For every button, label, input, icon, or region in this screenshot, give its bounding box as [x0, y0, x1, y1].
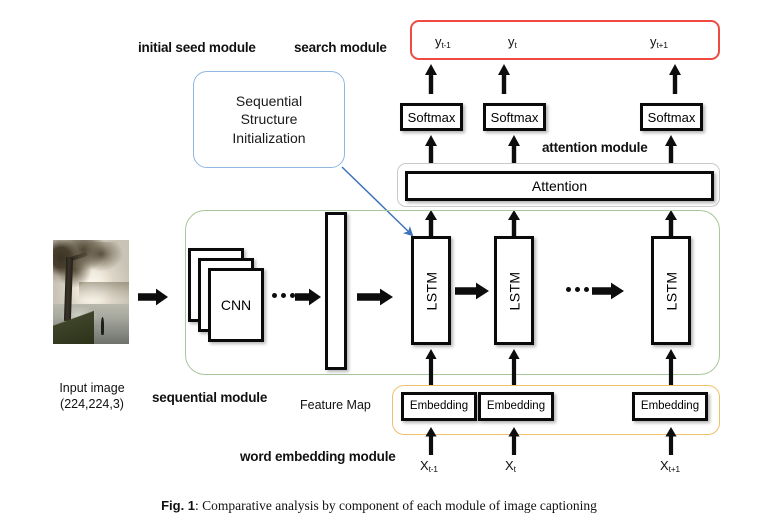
arrow-up-embedding-to-lstm-1: [424, 349, 438, 385]
lstm-label-3: LSTM: [663, 271, 680, 310]
input-image-shape: (224,224,3): [60, 397, 124, 411]
lstm-block-1: LSTM: [411, 236, 451, 345]
cnn-block: CNN: [208, 268, 264, 342]
input-image-title: Input image: [59, 381, 125, 395]
embedding-block-3: Embedding: [632, 392, 708, 421]
arrow-right-image-to-cnn: [138, 288, 168, 306]
search-module-label: search module: [294, 40, 387, 55]
embedding-block-2: Embedding: [478, 392, 554, 421]
input-label-x-tplus1: Xt+1: [660, 458, 680, 474]
arrow-up-attention-to-softmax-1: [424, 135, 438, 163]
lstm-block-2: LSTM: [494, 236, 534, 345]
figure-caption-prefix: Fig. 1: [161, 498, 196, 513]
output-label-y-tplus1: yt+1: [650, 34, 668, 50]
softmax-box-3: Softmax: [640, 103, 703, 131]
figure-caption: Fig. 1: Comparative analysis by componen…: [0, 498, 758, 514]
arrow-right-featuremap-to-lstm: [357, 288, 393, 306]
arrow-seed-to-lstm: [340, 165, 426, 252]
input-image-thumbnail: [53, 240, 129, 344]
embedding-block-1: Embedding: [401, 392, 477, 421]
cnn-label: CNN: [220, 297, 252, 313]
arrow-right-lstm1-to-lstm2: [455, 282, 489, 300]
seed-line-3: Initialization: [232, 129, 306, 146]
lstm-block-3: LSTM: [651, 236, 691, 345]
initial-seed-module-label: initial seed module: [138, 40, 256, 55]
arrow-up-lstm-to-attention-2: [507, 210, 521, 236]
seed-line-1: Sequential: [235, 92, 303, 109]
arrow-up-attention-to-softmax-2: [507, 135, 521, 163]
output-label-y-tminus1: yt-1: [435, 34, 451, 50]
attention-block: Attention: [405, 171, 714, 201]
softmax-box-1: Softmax: [400, 103, 463, 131]
feature-map-block: [325, 212, 347, 370]
lstm-label-1: LSTM: [423, 271, 440, 310]
softmax-box-2: Softmax: [483, 103, 546, 131]
seed-line-2: Structure: [240, 111, 298, 128]
initial-seed-module-container: Sequential Structure Initialization: [193, 71, 345, 168]
arrow-up-lstm-to-attention-1: [424, 210, 438, 236]
arrow-up-embedding-to-lstm-3: [664, 349, 678, 385]
arrow-right-cnn-to-featuremap: [295, 288, 321, 306]
arrow-up-lstm-to-attention-3: [664, 210, 678, 236]
search-module-container: yt-1 yt yt+1: [410, 20, 720, 60]
arrow-up-attention-to-softmax-3: [664, 135, 678, 163]
arrow-up-softmax-to-y-1: [424, 64, 438, 94]
output-label-y-t: yt: [508, 34, 517, 50]
lstm-label-2: LSTM: [506, 271, 523, 310]
input-label-x-t: Xt: [505, 458, 516, 474]
arrow-up-embedding-to-lstm-2: [507, 349, 521, 385]
arrow-up-x-to-embedding-1: [424, 427, 438, 455]
word-embedding-module-label: word embedding module: [240, 449, 396, 464]
word-embedding-module-container: [392, 385, 720, 435]
input-label-x-tminus1: Xt-1: [420, 458, 438, 474]
attention-module-container: Attention: [397, 163, 720, 207]
arrow-right-lstm2-to-lstm3: [592, 282, 624, 300]
figure-caption-text: : Comparative analysis by component of e…: [195, 498, 597, 513]
sequential-module-label: sequential module: [152, 390, 268, 405]
attention-module-label: attention module: [542, 140, 648, 155]
ellipsis-cnn: [272, 293, 295, 298]
arrow-up-softmax-to-y-2: [497, 64, 511, 94]
arrow-up-x-to-embedding-3: [664, 427, 678, 455]
ellipsis-lstm: [566, 287, 589, 292]
arrow-up-softmax-to-y-3: [668, 64, 682, 94]
sequential-module-container: [185, 210, 720, 375]
feature-map-label: Feature Map: [300, 398, 371, 412]
arrow-up-x-to-embedding-2: [507, 427, 521, 455]
